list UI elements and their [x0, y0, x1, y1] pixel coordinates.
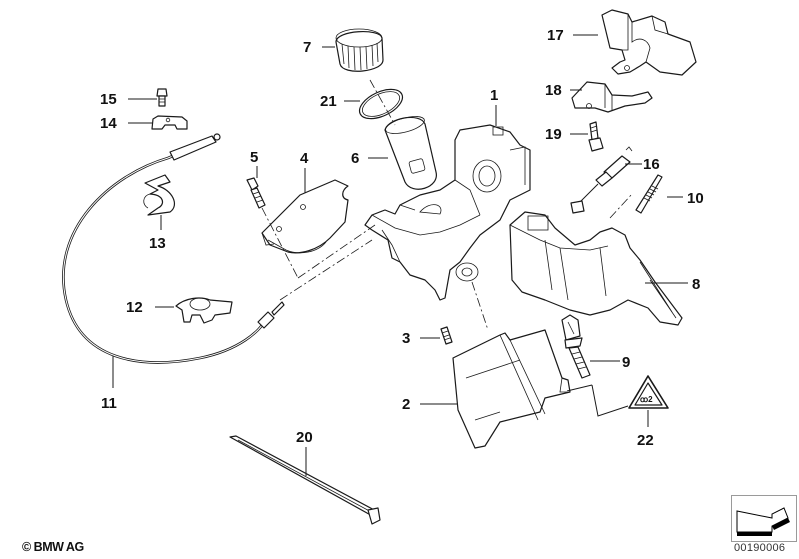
back-navigation-button[interactable]: [731, 495, 797, 542]
part-19-screw[interactable]: [588, 121, 604, 152]
leader-22-connector: [566, 384, 593, 392]
part-8-ignition-switch-housing[interactable]: [509, 211, 683, 326]
assembly-line: [369, 79, 396, 126]
part-6-lock-cylinder[interactable]: [384, 113, 437, 190]
copyright-notice: © BMW AG: [22, 540, 84, 554]
callout-3[interactable]: 3: [402, 330, 410, 347]
part-17-cover[interactable]: [601, 9, 697, 76]
callout-14[interactable]: 14: [100, 115, 117, 132]
callout-22[interactable]: 22: [637, 432, 654, 449]
part-2-cover-cap[interactable]: [452, 329, 571, 449]
assembly-line: [471, 281, 489, 331]
callout-18[interactable]: 18: [545, 82, 562, 99]
part-12-clip[interactable]: [175, 297, 233, 324]
callout-6[interactable]: 6: [351, 150, 359, 167]
leader-22-connector: [591, 384, 629, 417]
callout-1[interactable]: 1: [490, 87, 498, 104]
callout-4[interactable]: 4: [300, 150, 309, 167]
callout-20[interactable]: 20: [296, 429, 313, 446]
callout-11[interactable]: 11: [101, 395, 117, 412]
callout-16[interactable]: 16: [643, 156, 660, 173]
assembly-line: [279, 239, 373, 301]
callout-2[interactable]: 2: [402, 396, 410, 413]
part-5-screw[interactable]: [246, 177, 266, 209]
callout-5[interactable]: 5: [250, 149, 258, 166]
svg-text:ꝏ2: ꝏ2: [640, 395, 653, 404]
part-1-steering-lock-housing[interactable]: [364, 124, 531, 301]
callout-21[interactable]: 21: [320, 93, 337, 110]
part-15-bolt[interactable]: [156, 88, 168, 107]
assembly-line: [261, 207, 299, 279]
part-20-cable-tie[interactable]: [229, 435, 381, 525]
part-4-cover[interactable]: [261, 179, 349, 254]
callout-13[interactable]: 13: [149, 235, 166, 252]
callout-19[interactable]: 19: [545, 126, 562, 143]
part-13-cable-clip[interactable]: [143, 174, 175, 216]
callout-7[interactable]: 7: [303, 39, 311, 56]
assembly-line: [609, 193, 633, 219]
callout-9[interactable]: 9: [622, 354, 630, 371]
part-11-bowden-cable[interactable]: [62, 133, 285, 364]
part-22-warning-label[interactable]: ꝏ2: [628, 375, 669, 409]
part-7-needle-bearing[interactable]: [335, 28, 384, 72]
callout-8[interactable]: 8: [692, 276, 700, 293]
part-3-grub-screw[interactable]: [440, 326, 453, 345]
back-arrow-icon: [736, 507, 790, 536]
part-21-o-ring[interactable]: [355, 83, 407, 124]
callout-15[interactable]: 15: [100, 91, 117, 108]
callout-17[interactable]: 17: [547, 27, 564, 44]
callout-10[interactable]: 10: [687, 190, 704, 207]
callout-12[interactable]: 12: [126, 299, 143, 316]
part-18-bracket[interactable]: [571, 81, 653, 113]
part-14-clamp[interactable]: [151, 115, 188, 130]
assembly-line: [297, 224, 376, 279]
diagram-number: 00190006: [734, 542, 786, 554]
part-16-switch-sensor[interactable]: [570, 146, 633, 214]
part-10-pin[interactable]: [635, 174, 663, 214]
part-9-clip-screw[interactable]: [561, 314, 591, 379]
